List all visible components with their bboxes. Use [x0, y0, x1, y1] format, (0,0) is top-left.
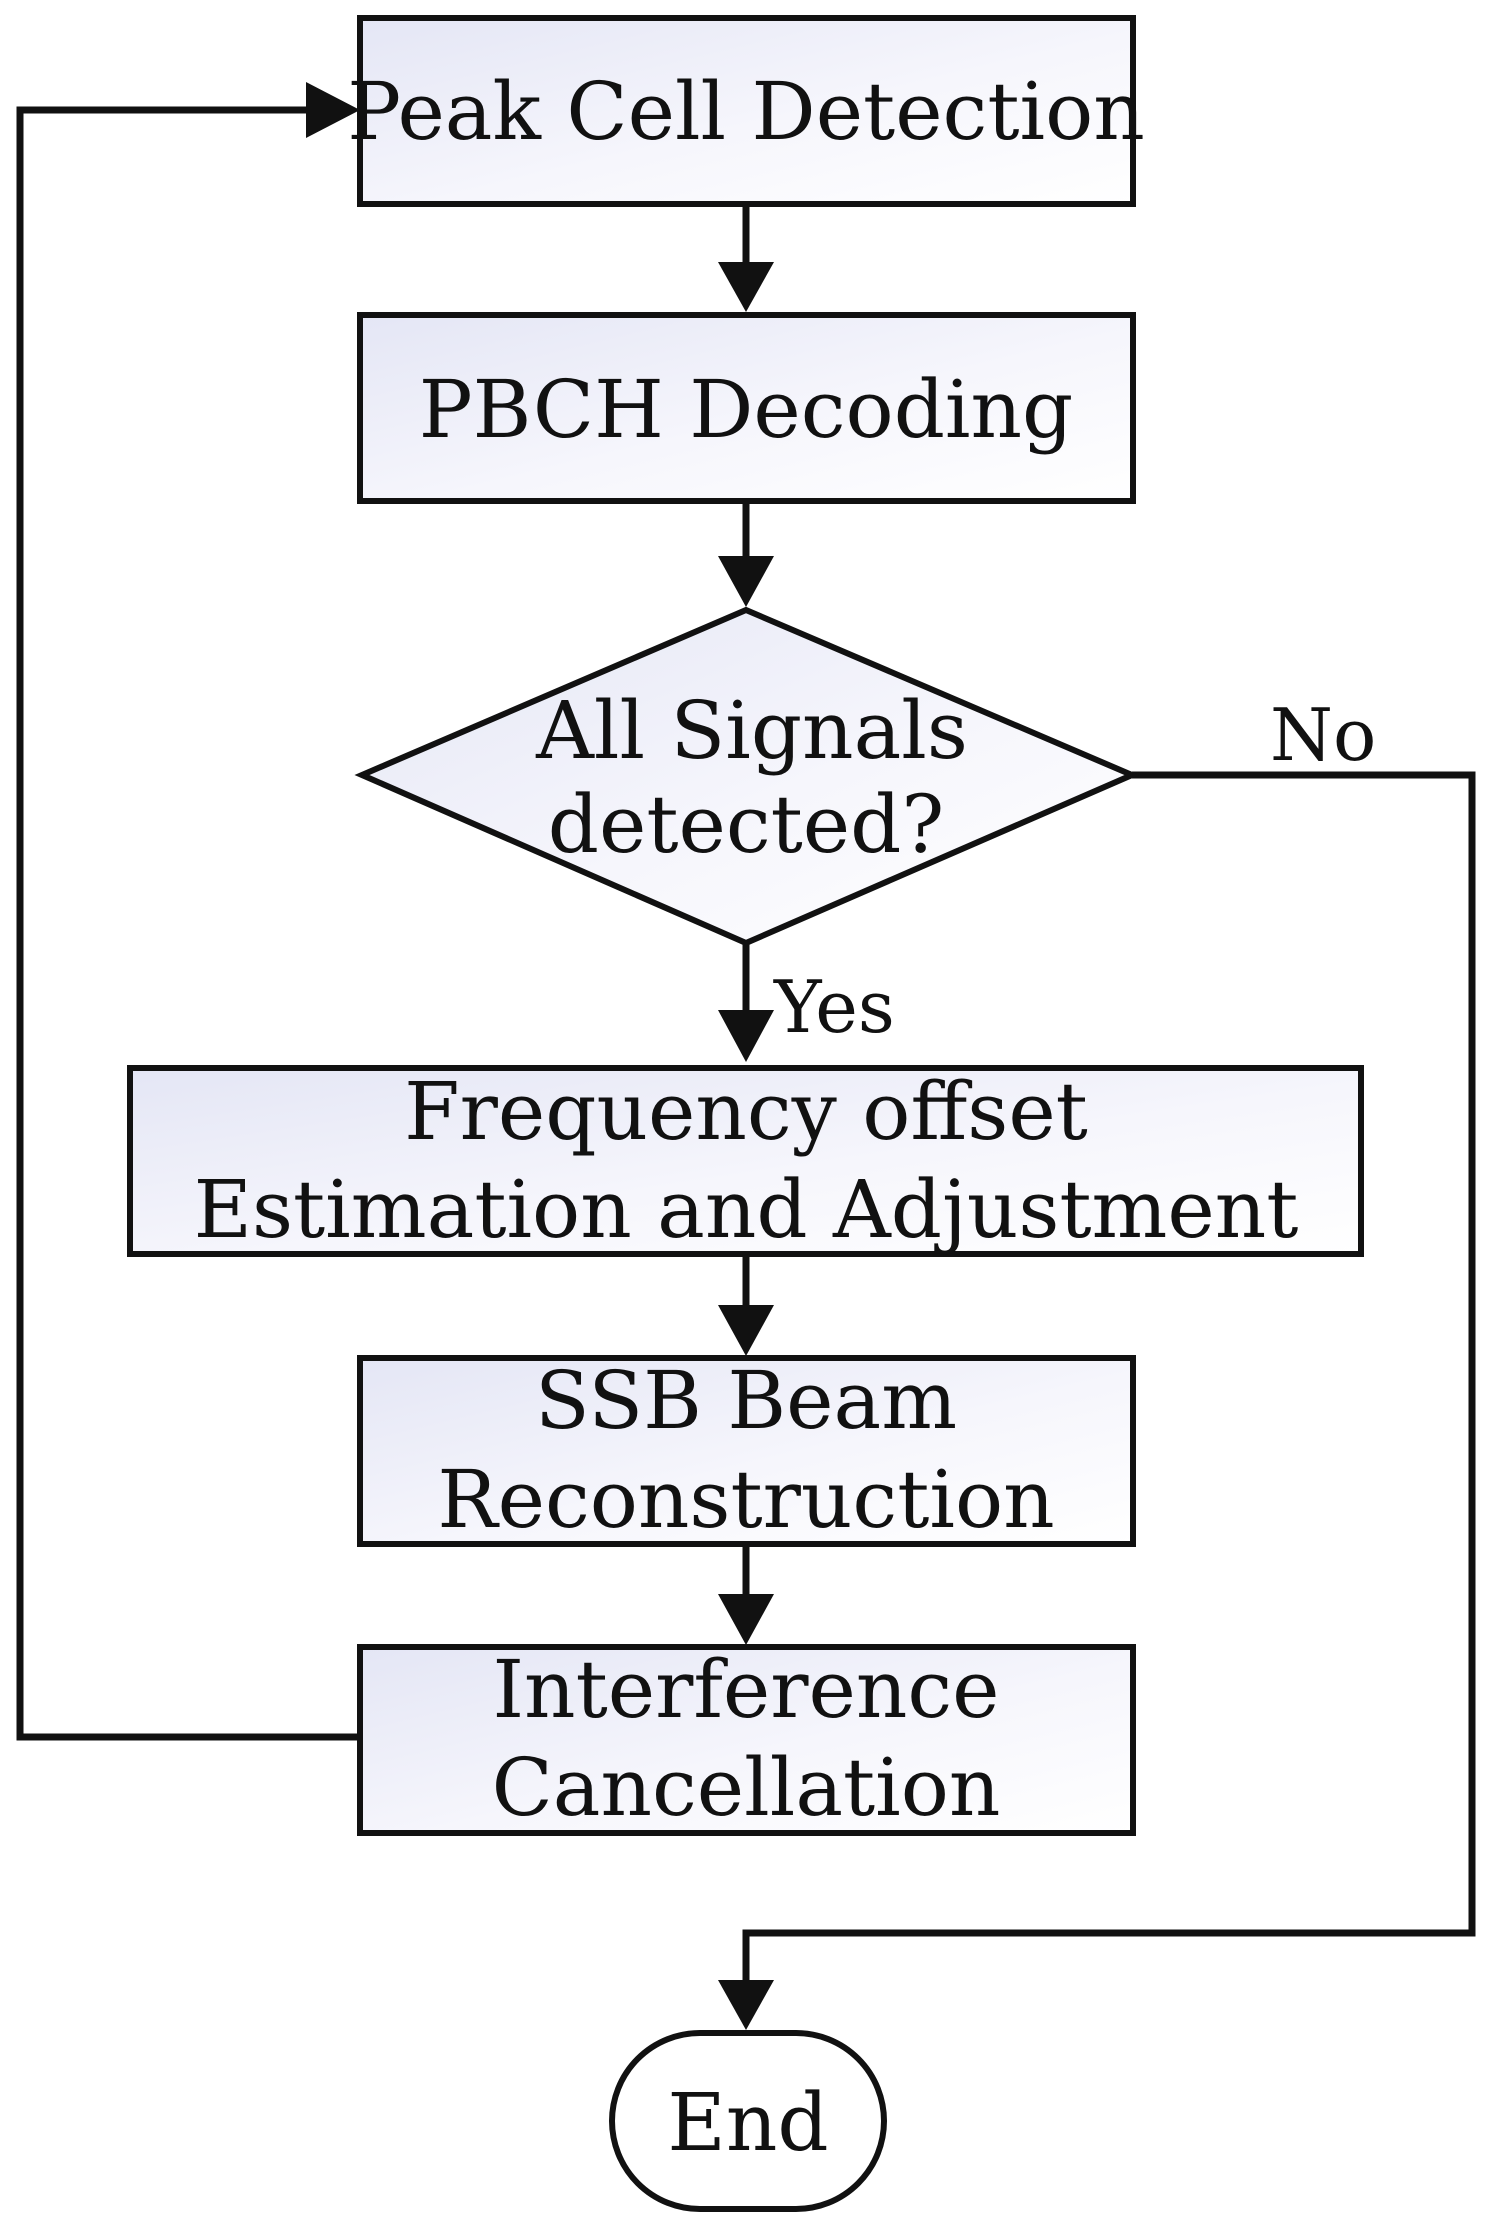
arrowhead-icon	[718, 1980, 774, 2030]
interference-label-line-1: Interference	[492, 1643, 999, 1736]
edge-loop-back	[16, 82, 360, 1741]
frequency-offset-label-line-2: Estimation and Adjustment	[194, 1163, 1299, 1256]
peak-cell-detection-label: Peak Cell Detection	[347, 65, 1145, 158]
interference-label-line-2: Cancellation	[492, 1741, 1001, 1834]
decision-label-line-1: All Signals	[535, 684, 968, 777]
ssb-beam-label-line-1: SSB Beam	[535, 1354, 957, 1447]
pbch-decoding-label: PBCH Decoding	[419, 363, 1074, 456]
node-decision: All Signals detected?	[354, 606, 1140, 947]
edge-decision-no	[718, 771, 1476, 2030]
end-label: End	[667, 2076, 828, 2169]
arrowhead-icon	[718, 1010, 774, 1062]
edge-ssb-to-interference	[718, 1545, 774, 1645]
arrowhead-icon	[718, 556, 774, 607]
yes-label: Yes	[773, 965, 895, 1049]
edge-peak-to-pbch	[718, 205, 774, 312]
frequency-offset-label-line-1: Frequency offset	[404, 1065, 1088, 1158]
edge-freq-to-ssb	[718, 1257, 774, 1356]
decision-label-line-2: detected?	[548, 778, 944, 871]
node-end: End	[609, 2030, 887, 2212]
node-interference-cancellation: Interference Cancellation	[357, 1643, 1136, 1836]
no-label: No	[1270, 693, 1376, 777]
edge-decision-yes	[718, 943, 774, 1062]
arrowhead-icon	[718, 1305, 774, 1356]
arrowhead-icon	[718, 1594, 774, 1645]
arrowhead-icon	[718, 262, 774, 312]
node-frequency-offset: Frequency offset Estimation and Adjustme…	[127, 1065, 1364, 1257]
arrowhead-icon	[306, 82, 360, 138]
ssb-beam-label-line-2: Reconstruction	[437, 1453, 1054, 1546]
node-pbch-decoding: PBCH Decoding	[357, 312, 1136, 504]
node-ssb-beam: SSB Beam Reconstruction	[357, 1354, 1136, 1547]
edge-pbch-to-decision	[718, 500, 774, 607]
node-peak-cell-detection: Peak Cell Detection	[347, 15, 1145, 207]
